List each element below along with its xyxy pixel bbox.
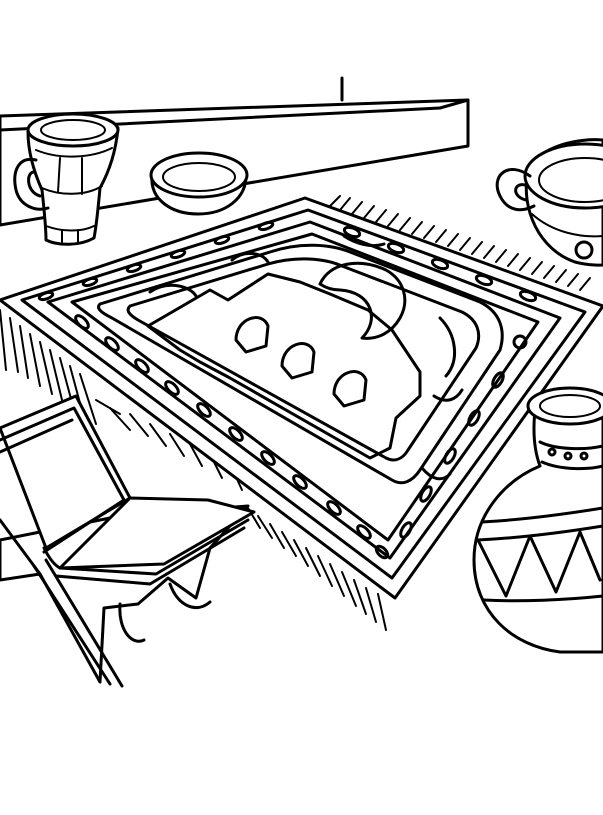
- vase-icon: [472, 386, 603, 654]
- rug-fringe-top: [329, 195, 591, 291]
- bowl-icon: [149, 151, 249, 216]
- cup-icon: [13, 112, 120, 246]
- rug-mihrab-panel: [97, 234, 504, 485]
- book-icon: [0, 394, 256, 586]
- rug-icon: [0, 195, 603, 631]
- rug-fringe-bottom: [95, 399, 387, 631]
- pot-icon: [495, 138, 603, 267]
- rug-border-ornaments: [37, 220, 538, 560]
